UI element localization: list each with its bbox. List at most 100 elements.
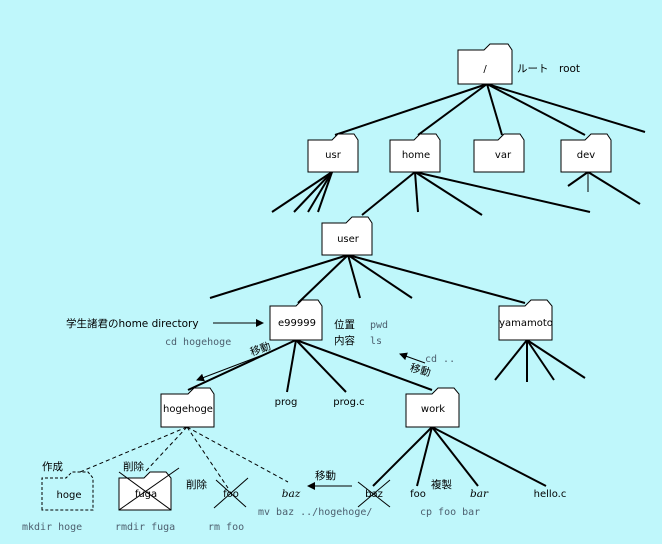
edge-root-dev: [486, 83, 586, 136]
edge-work-foo: [416, 426, 433, 487]
edge-hogehoge-foo: [186, 426, 229, 489]
edge-usr-child: [293, 171, 333, 213]
folder-icon: [473, 133, 525, 173]
mkdir-command: mkdir hoge: [22, 522, 82, 533]
cp-command: cp foo bar: [420, 507, 480, 518]
progc-label: prog.c: [333, 397, 364, 408]
prog-label: prog: [275, 397, 298, 408]
cross-out-line: [118, 467, 180, 511]
cd-hogehoge-command: cd hogehoge: [165, 337, 231, 348]
edge-usr-child: [307, 171, 333, 213]
edge-dev-child: [587, 171, 641, 205]
foo-deleted: foo: [213, 477, 249, 509]
helloc-label: hello.c: [534, 489, 567, 500]
edge-root-var: [486, 83, 503, 136]
fuga-label: fuga: [135, 489, 157, 500]
cross-out-line: [357, 481, 391, 508]
edge-yamamoto-child: [526, 339, 555, 381]
foo-label: foo: [410, 489, 426, 500]
var-label: var: [495, 150, 512, 161]
edge-user-child: [347, 254, 361, 299]
e99999-label: e99999: [278, 318, 316, 329]
folder-usr: usr: [307, 133, 359, 173]
folder-hoge-created: hoge: [41, 471, 94, 511]
folder-icon: [160, 387, 215, 428]
ls-command: ls: [370, 336, 382, 347]
move-annotation-3: 移動: [315, 469, 336, 482]
create-annotation: 作成: [42, 461, 63, 473]
edge-e99999-prog: [286, 339, 297, 393]
folder-icon: [307, 133, 359, 173]
folder-work: work: [405, 387, 460, 428]
folder-var: var: [473, 133, 525, 173]
edge-work-bar: [431, 426, 479, 487]
bar-label: bar: [470, 488, 489, 500]
edge-home-child: [414, 171, 591, 213]
edge-user-child: [209, 254, 349, 299]
rm-command: rm foo: [208, 522, 244, 533]
baz-moved-label: baz: [282, 488, 301, 500]
folder-icon: [321, 216, 373, 256]
mv-command: mv baz ../hogehoge/: [258, 507, 372, 518]
folder-user: user: [321, 216, 373, 256]
folder-fuga-deleted: fuga: [118, 467, 180, 511]
edge-hogehoge-fuga: [144, 426, 188, 473]
baz-removed: baz: [357, 479, 391, 508]
move-arrow-1: [196, 352, 269, 382]
user-label: user: [337, 234, 360, 245]
folder-root: /: [457, 43, 513, 85]
edge-e99999-work: [295, 339, 433, 391]
delete-annotation-2: 削除: [186, 478, 207, 491]
edge-dev-child: [567, 171, 589, 187]
folder-icon: [457, 43, 513, 85]
pwd-command: pwd: [370, 320, 388, 331]
dev-label: dev: [577, 150, 596, 161]
edge-root-extra: [486, 83, 646, 133]
edge-e99999-hogehoge: [187, 339, 297, 391]
root-label: ルート root: [517, 63, 580, 75]
cross-out-line: [357, 479, 391, 508]
edge-usr-child: [271, 171, 333, 213]
folder-e99999: e99999: [269, 299, 323, 341]
move-annotation-2: 移動: [409, 361, 433, 379]
folder-dev: dev: [560, 133, 612, 173]
folder-icon: [405, 387, 460, 428]
position-annotation: 位置: [334, 318, 355, 331]
folder-icon: [269, 299, 323, 341]
edge-work-helloc: [431, 426, 547, 487]
edge-yamamoto-child: [494, 339, 528, 381]
usr-label: usr: [325, 150, 342, 161]
tree-edges: [79, 83, 646, 489]
folder-hogehoge: hogehoge: [160, 387, 215, 428]
delete-annotation-1: 削除: [123, 460, 144, 473]
folder-icon: [41, 471, 94, 511]
folder-home: home: [389, 133, 441, 173]
folder-icon: [560, 133, 612, 173]
root-slash-label: /: [483, 64, 487, 75]
contents-annotation: 内容: [334, 334, 355, 347]
work-label: work: [421, 404, 445, 415]
edge-home-child: [414, 171, 419, 213]
hogehoge-label: hogehoge: [163, 404, 213, 415]
edge-user-e99999: [297, 254, 349, 304]
cd-up-command: cd ..: [425, 354, 455, 365]
edge-usr-child: [317, 171, 333, 213]
folder-icon: [498, 299, 553, 341]
cross-out-line: [215, 479, 247, 508]
edge-user-child: [347, 254, 413, 299]
foo-deleted-label: foo: [223, 489, 239, 500]
edge-root-home: [417, 83, 488, 136]
hoge-label: hoge: [57, 490, 82, 501]
edge-root-usr: [334, 83, 488, 136]
copy-annotation: 複製: [431, 478, 452, 491]
edge-home-user: [361, 171, 416, 216]
edge-yamamoto-child: [526, 339, 586, 379]
edge-work-baz: [372, 426, 433, 487]
folder-icon: [389, 133, 441, 173]
rmdir-command: rmdir fuga: [115, 522, 175, 533]
edge-hogehoge-hoge: [79, 426, 188, 473]
edge-hogehoge-baz: [186, 426, 289, 483]
cross-out-line: [118, 471, 172, 511]
